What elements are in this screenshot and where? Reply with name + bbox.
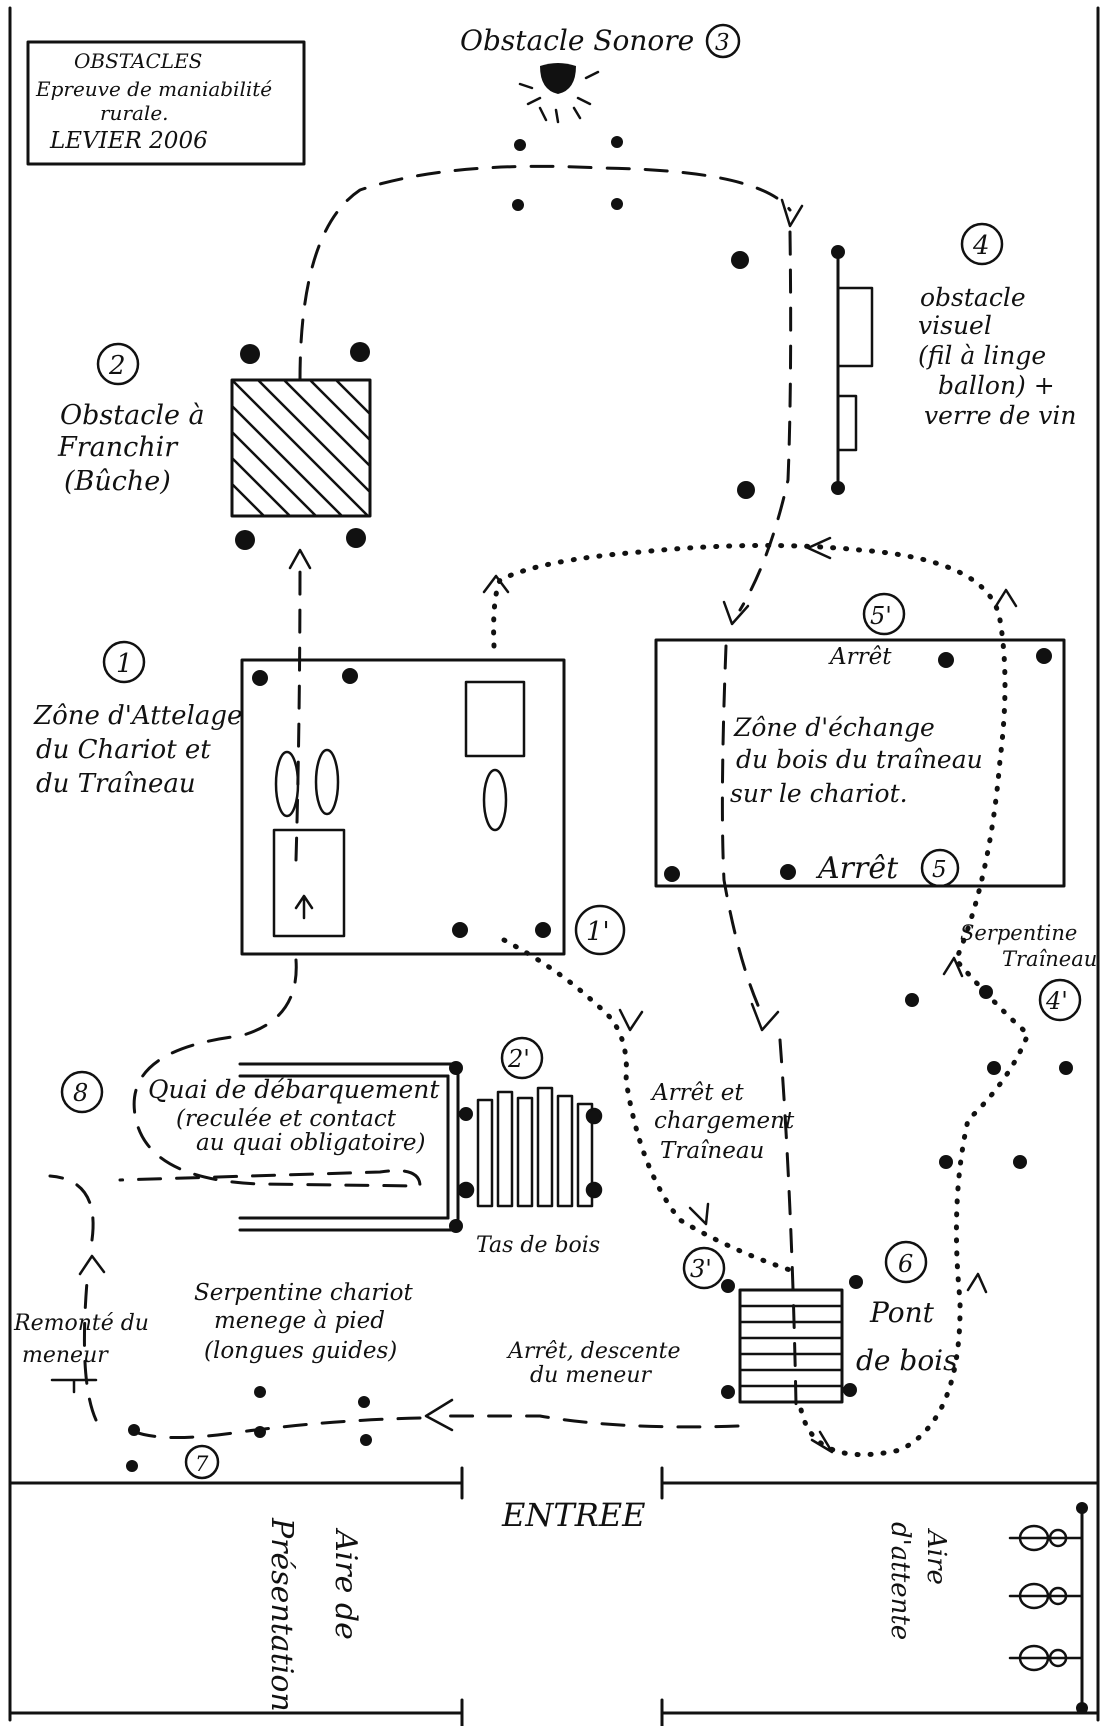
remount-line-2: meneur — [22, 1343, 109, 1368]
route-arrows — [78, 198, 804, 1432]
quay-line-1: Quai de débarquement — [148, 1075, 440, 1104]
title-line-3: rurale. — [100, 101, 169, 125]
load-stop-line-3: Traîneau — [660, 1138, 764, 1164]
obstacle-1-hitching-zone: 1 Zône d'Attelage du Chariot et du Traîn… — [33, 640, 626, 956]
title-line-1: OBSTACLES — [74, 49, 202, 73]
obstacle-4-number: 4 — [972, 231, 990, 261]
sled-route-dotted — [491, 542, 1031, 1458]
obstacle-1p-number: 1' — [586, 917, 610, 947]
obstacle-2-log: 2 Obstacle à Franchir (Bûche) — [57, 342, 372, 550]
obstacle-4p-line-2: Traîneau — [1002, 947, 1097, 971]
obstacle-5p-number: 5' — [870, 602, 892, 630]
presentation-line-1: Aire de — [328, 1527, 363, 1640]
obstacle-2-line-3: (Bûche) — [64, 466, 171, 497]
obstacle-4-line-5: verre de vin — [924, 401, 1077, 430]
obstacle-2-line-2: Franchir — [57, 432, 179, 463]
remount-line-1: Remonté du — [13, 1311, 149, 1336]
cart-serp-line-1: Serpentine chariot — [194, 1280, 413, 1306]
obstacle-4-visual: 4 obstacle visuel (fil à linge ballon) +… — [731, 222, 1077, 499]
quay-line-2: (reculée et contact — [176, 1106, 397, 1132]
obstacle-3-label: Obstacle Sonore — [460, 24, 694, 57]
obstacle-4-line-4: ballon) + — [938, 371, 1055, 400]
obstacle-4-line-1: obstacle — [920, 283, 1026, 312]
bell-icon — [540, 63, 576, 94]
obstacle-2-number: 2 — [108, 351, 126, 381]
waiting-area: Aire d'attente — [885, 1522, 951, 1640]
title-line-4: LEVIER 2006 — [49, 128, 208, 154]
obstacle-3-sound: Obstacle Sonore 3 — [460, 23, 741, 211]
waiting-line-2: d'attente — [885, 1522, 915, 1640]
wooden-bridge: 3' 6 Pont de bois — [682, 1240, 958, 1404]
obstacle-4p-line-1: Serpentine — [960, 921, 1077, 945]
obstacle-1-line-3: du Traîneau — [36, 769, 196, 799]
obstacle-3-number: 3 — [715, 30, 730, 56]
obstacle-6-line-2: de bois — [856, 1344, 958, 1377]
tethered-horses-icon — [1008, 1502, 1088, 1714]
obstacle-4-line-2: visuel — [918, 311, 992, 340]
cart-serp-line-3: (longues guides) — [204, 1338, 397, 1364]
obstacle-2p-number: 2' — [507, 1045, 530, 1073]
obstacle-5p-label: Arrêt — [828, 644, 892, 670]
driver-stop-line-2: du meneur — [530, 1363, 652, 1388]
obstacle-1-line-1: Zône d'Attelage — [33, 701, 242, 731]
obstacle-5-label: Arrêt — [815, 851, 899, 886]
cart-route-dashed — [48, 164, 798, 1440]
entrance-label: ENTREE — [501, 1496, 646, 1534]
waiting-line-1: Aire — [921, 1528, 951, 1585]
cart-serp-line-2: menege à pied — [214, 1308, 385, 1334]
exchange-line-2: du bois du traîneau — [736, 745, 983, 774]
exchange-line-1: Zône d'échange — [733, 713, 935, 742]
obstacle-1-line-2: du Chariot et — [36, 735, 211, 765]
wood-pile — [457, 1086, 603, 1208]
sled-arrows — [482, 536, 1018, 1454]
sled-serpentine: Serpentine Traîneau 4' — [905, 921, 1097, 1169]
presentation-area: Aire de Présentation — [264, 1517, 363, 1712]
obstacle-3p-number: 3' — [690, 1255, 712, 1283]
quay-line-3: au quai obligatoire) — [196, 1130, 426, 1156]
presentation-line-2: Présentation — [264, 1517, 299, 1712]
load-stop-line-2: chargement — [654, 1108, 795, 1134]
obstacle-5-number: 5 — [932, 857, 947, 883]
exchange-line-3: sur le chariot. — [730, 779, 908, 808]
driver-stop-line-1: Arrêt, descente — [506, 1339, 681, 1364]
obstacle-4p-number: 4' — [1045, 987, 1068, 1015]
obstacle-2-line-1: Obstacle à — [60, 400, 205, 431]
obstacle-1-number: 1 — [116, 649, 133, 679]
title-box: OBSTACLES Epreuve de maniabilité rurale.… — [26, 40, 306, 166]
load-stop-line-1: Arrêt et — [650, 1080, 744, 1106]
wood-pile-label: Tas de bois — [476, 1233, 600, 1258]
title-line-2: Epreuve de maniabilité — [35, 77, 272, 101]
exchange-zone: 5' Arrêt Zône d'échange du bois du traîn… — [654, 592, 1066, 888]
obstacle-8-number: 8 — [73, 1079, 88, 1107]
obstacle-6-line-1: Pont — [869, 1296, 935, 1329]
field-border — [8, 6, 1100, 1726]
obstacle-4-line-3: (fil à linge — [918, 341, 1046, 370]
obstacle-6-number: 6 — [898, 1250, 913, 1278]
unloading-quay: 8 Quai de débarquement (reculée et conta… — [60, 1036, 544, 1233]
obstacle-7-number: 7 — [195, 1452, 209, 1476]
cart-serpentine: Serpentine chariot menege à pied (longue… — [13, 1280, 681, 1480]
